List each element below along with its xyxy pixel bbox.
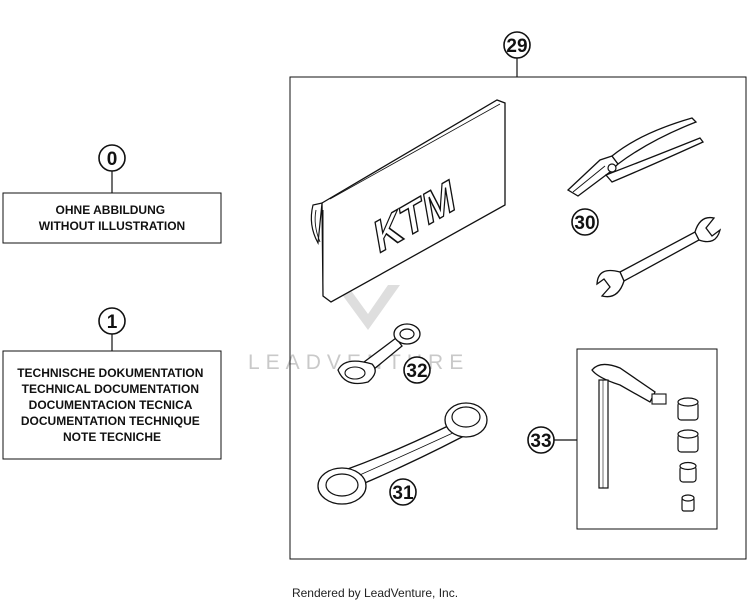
footer-credit: Rendered by LeadVenture, Inc. (291, 586, 459, 600)
tool-kit-frame (289, 76, 747, 560)
callout-31[interactable]: 31 (389, 478, 417, 506)
callout-33[interactable]: 33 (527, 426, 555, 454)
svg-text:31: 31 (392, 483, 414, 504)
socket-bits[interactable] (677, 397, 699, 512)
svg-text:29: 29 (506, 36, 527, 57)
svg-text:30: 30 (574, 213, 595, 234)
callout-32[interactable]: 32 (403, 356, 431, 384)
callout-1[interactable]: 1 (98, 307, 126, 335)
technical-documentation-label: TECHNISCHE DOKUMENTATION TECHNICAL DOCUM… (17, 366, 207, 444)
tool-bag[interactable]: KTM (310, 99, 506, 303)
svg-text:1: 1 (107, 312, 118, 333)
svg-text:32: 32 (406, 361, 427, 382)
callout-29[interactable]: 29 (503, 31, 531, 59)
small-ring-spanner[interactable] (337, 323, 421, 385)
svg-text:33: 33 (530, 431, 551, 452)
without-illustration-box (2, 192, 222, 244)
callout-0[interactable]: 0 (98, 144, 126, 172)
without-illustration-label: OHNE ABBILDUNG WITHOUT ILLUSTRATION (39, 203, 185, 233)
callout-30[interactable]: 30 (571, 208, 599, 236)
technical-documentation-box (2, 350, 222, 460)
open-end-wrench[interactable] (596, 216, 722, 298)
svg-text:0: 0 (107, 149, 118, 170)
large-ring-spanner[interactable] (317, 402, 488, 505)
pliers[interactable] (566, 117, 705, 197)
t-handle-hex-key[interactable] (591, 363, 667, 489)
